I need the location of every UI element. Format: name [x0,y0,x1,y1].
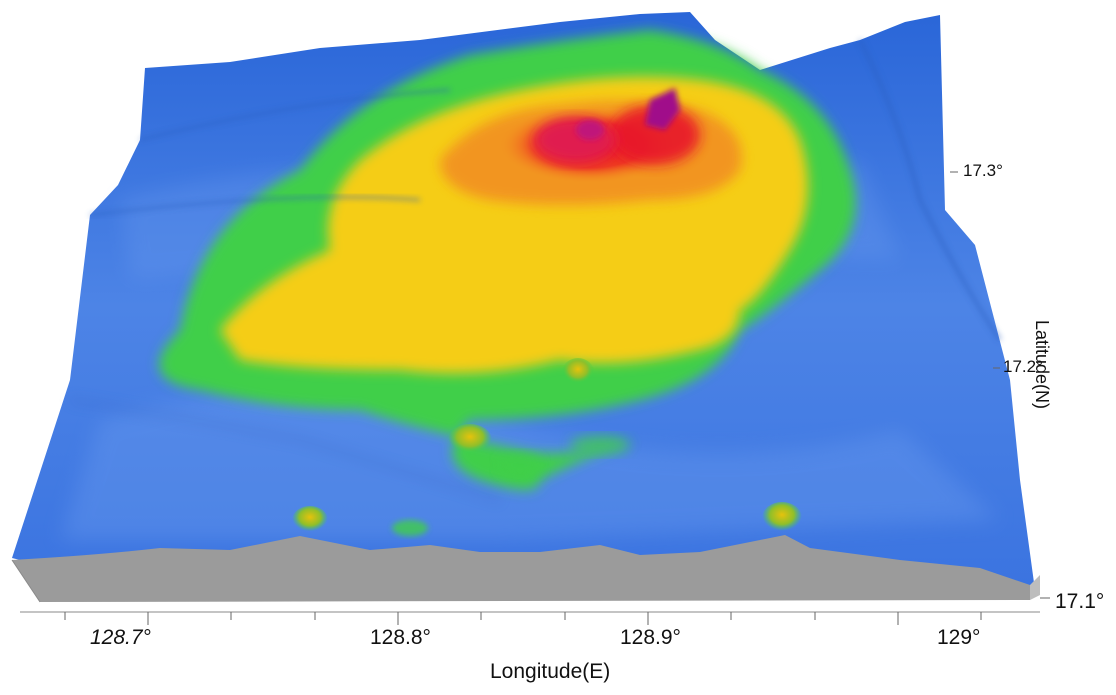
knoll [292,506,328,534]
latitude-axis-title: Latitude(N) [1032,320,1052,410]
longitude-tick-label: 129° [937,626,981,649]
knoll [762,502,802,534]
terrain-base-block [12,535,1030,602]
longitude-tick-label: 128.8° [370,626,431,649]
latitude-tick-label: 17.3° [963,161,1003,180]
knoll [498,453,542,477]
latitude-tick-label: 17.2° [1003,357,1043,376]
latitude-tick-label: 17.1° [1055,590,1105,613]
longitude-tick-label: 128.9° [620,626,681,649]
peak-marker [645,88,680,130]
knoll [570,435,630,455]
latitude-axis-ticks [950,171,1050,599]
knoll [562,358,594,386]
longitude-axis-ticks [64,612,982,625]
knoll [392,520,428,536]
knoll [448,424,492,456]
longitude-tick-label: 128.7° [90,626,151,649]
longitude-axis-title: Longitude(E) [490,660,611,683]
